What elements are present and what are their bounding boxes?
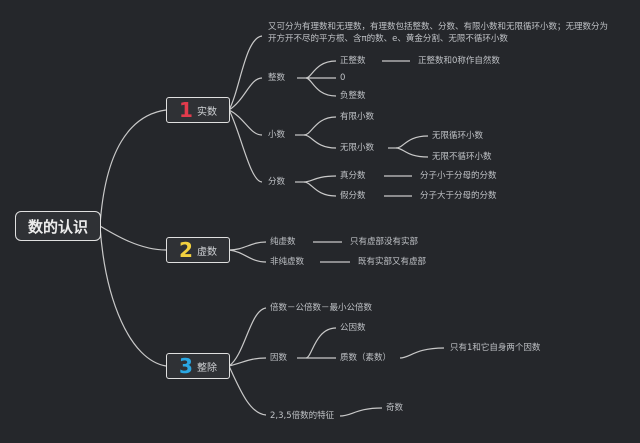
multiple-chain-label: 倍数－公倍数－最小公倍数 [270,303,373,313]
repeating-decimal-label: 无限循环小数 [432,131,484,141]
non-pure-imaginary-label: 非纯虚数 [270,257,305,267]
branch-label: 整除 [196,362,217,374]
branch-divisibility-node: 3 整除 [166,353,230,379]
odd-number-label: 奇数 [386,403,404,413]
branch-label: 虚数 [196,246,217,258]
real-note: 又可分为有理数和无理数，有理数包括整数、分数、有限小数和无限循环小数；无理数分为… [268,22,609,44]
prime-label: 质数（素数） [340,353,392,363]
branch-number: 2 [179,238,193,262]
branch-real-node: 1 实数 [166,97,230,123]
infinite-decimal-label: 无限小数 [340,143,375,153]
multiples-features-label: 2,3,5倍数的特征 [270,411,335,421]
finite-decimal-label: 有限小数 [340,112,375,122]
positive-integer-label: 正整数 [340,56,366,66]
common-factor-label: 公因数 [340,323,366,333]
branch-label: 实数 [196,106,217,118]
prime-desc: 只有1和它自身两个因数 [450,343,541,353]
zero-label: 0 [340,73,346,83]
proper-fraction-desc: 分子小于分母的分数 [420,171,497,181]
decimal-label: 小数 [268,130,286,140]
improper-fraction-desc: 分子大于分母的分数 [420,191,497,201]
branch-number: 3 [179,354,193,378]
root-node: 数的认识 [15,211,101,241]
non-repeating-decimal-label: 无限不循环小数 [432,152,492,162]
branch-number: 1 [179,98,193,122]
factor-label: 因数 [270,353,288,363]
branch-imaginary-node: 2 虚数 [166,237,230,263]
pure-imaginary-desc: 只有虚部没有实部 [350,237,419,247]
proper-fraction-label: 真分数 [340,171,366,181]
negative-integer-label: 负整数 [340,91,366,101]
pure-imaginary-label: 纯虚数 [270,237,296,247]
natural-number-desc: 正整数和0称作自然数 [418,56,500,66]
integer-label: 整数 [268,73,286,83]
non-pure-imaginary-desc: 既有实部又有虚部 [358,257,427,267]
improper-fraction-label: 假分数 [340,191,366,201]
fraction-label: 分数 [268,177,286,187]
